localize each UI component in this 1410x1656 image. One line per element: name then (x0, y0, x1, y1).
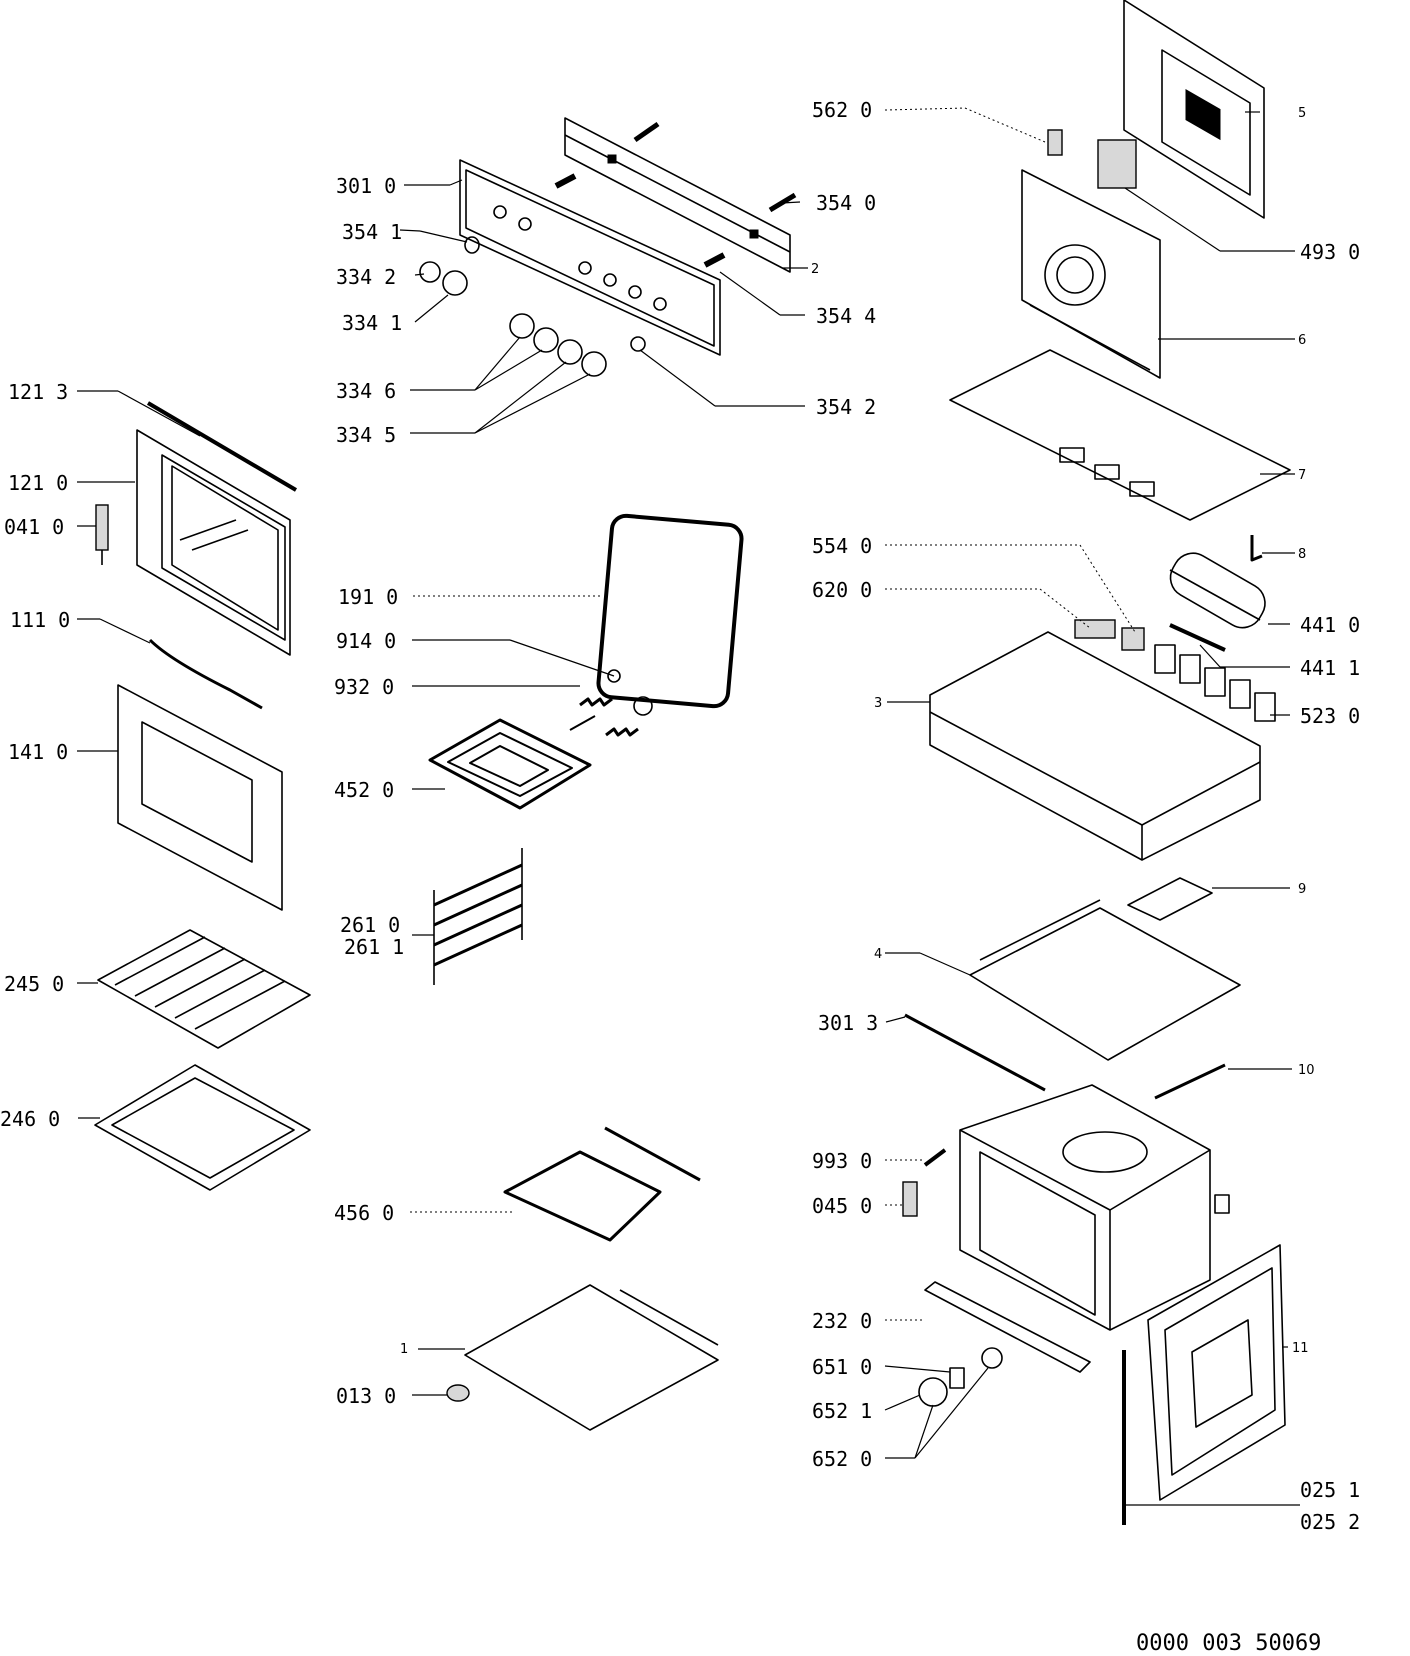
oven-cavity (959, 1084, 1230, 1331)
control-panel-bracket (564, 117, 791, 273)
door-frame-11 (1147, 1244, 1286, 1501)
control-housing (929, 631, 1261, 861)
outer-door-glass (117, 684, 283, 911)
rail-9 (1127, 877, 1213, 921)
transformer (1097, 139, 1137, 189)
label-num-2: 2 (811, 262, 819, 277)
label-121-0: 121 0 (8, 471, 68, 495)
label-num-8: 8 (1298, 547, 1306, 562)
top-heating-element (428, 715, 596, 810)
top-cover (949, 349, 1291, 521)
label-354-2: 354 2 (816, 395, 876, 419)
cooling-fan (1169, 552, 1266, 629)
label-562-0: 562 0 (812, 98, 872, 122)
label-num-6: 6 (1298, 333, 1306, 348)
lamp-parts (918, 1347, 1003, 1407)
screw-993 (923, 1148, 947, 1167)
label-191-0: 191 0 (338, 585, 398, 609)
drawing-reference-number: 0000 003 50069 (1136, 1631, 1321, 1656)
label-334-2: 334 2 (336, 265, 396, 289)
label-141-0: 141 0 (8, 740, 68, 764)
label-num-5: 5 (1298, 106, 1306, 121)
part-labels: 562 0 301 0 354 0 354 1 334 2 334 1 354 … (0, 98, 1360, 1656)
label-013-0: 013 0 (336, 1384, 396, 1408)
label-num-3: 3 (874, 696, 882, 711)
bottom-plate (464, 1284, 719, 1431)
label-num-10: 10 (1298, 1063, 1315, 1078)
knobs (419, 236, 646, 377)
label-334-6: 334 6 (336, 379, 396, 403)
label-914-0: 914 0 (336, 629, 396, 653)
door-seal-strip (146, 401, 298, 492)
label-932-0: 932 0 (334, 675, 394, 699)
label-045-0: 045 0 (812, 1194, 872, 1218)
label-441-0: 441 0 (1300, 613, 1360, 637)
hinge-part (95, 504, 109, 565)
label-523-0: 523 0 (1300, 704, 1360, 728)
side-rails (433, 848, 523, 985)
label-041-0: 041 0 (4, 515, 64, 539)
label-652-1: 652 1 (812, 1399, 872, 1423)
label-620-0: 620 0 (812, 578, 872, 602)
label-301-3: 301 3 (818, 1011, 878, 1035)
label-554-0: 554 0 (812, 534, 872, 558)
switches (1074, 619, 1276, 722)
switch-045 (902, 1181, 918, 1217)
label-111-0: 111 0 (10, 608, 70, 632)
back-panel (1123, 0, 1265, 219)
leader-lines (77, 107, 1300, 1506)
label-652-0: 652 0 (812, 1447, 872, 1471)
label-121-3: 121 3 (8, 380, 68, 404)
label-301-0: 301 0 (336, 174, 396, 198)
screws-panel (554, 121, 797, 268)
label-651-0: 651 0 (812, 1355, 872, 1379)
foot (446, 1384, 470, 1402)
baking-tray (94, 1064, 311, 1191)
fan-panel (1021, 169, 1161, 379)
label-261-1: 261 1 (344, 935, 404, 959)
fan-bracket-441-1 (1169, 623, 1226, 652)
fan-nut-spring (579, 669, 653, 737)
thermal-cutout (1047, 129, 1063, 156)
control-panel-front (459, 159, 721, 356)
strip-10 (1154, 1063, 1226, 1100)
label-num-9: 9 (1298, 882, 1306, 897)
label-354-0: 354 0 (816, 191, 876, 215)
label-245-0: 245 0 (4, 972, 64, 996)
label-334-1: 334 1 (342, 311, 402, 335)
label-354-1: 354 1 (342, 220, 402, 244)
bracket-232 (924, 1281, 1091, 1373)
label-456-0: 456 0 (334, 1201, 394, 1225)
wire-shelf (97, 929, 311, 1049)
label-num-1: 1 (400, 1342, 408, 1357)
door-gasket (596, 513, 744, 709)
strip-301-3 (904, 1013, 1046, 1092)
label-025-2: 025 2 (1300, 1510, 1360, 1534)
label-025-1: 025 1 (1300, 1478, 1360, 1502)
label-441-1: 441 1 (1300, 656, 1360, 680)
label-452-0: 452 0 (334, 778, 394, 802)
label-num-7: 7 (1298, 468, 1306, 483)
inner-door-frame (136, 429, 291, 656)
label-232-0: 232 0 (812, 1309, 872, 1333)
label-246-0: 246 0 (0, 1107, 60, 1131)
bottom-heating-element (503, 1126, 701, 1242)
bracket-8 (1250, 535, 1263, 562)
label-334-5: 334 5 (336, 423, 396, 447)
label-993-0: 993 0 (812, 1149, 872, 1173)
label-261-0: 261 0 (340, 913, 400, 937)
label-354-4: 354 4 (816, 304, 876, 328)
label-num-4: 4 (874, 947, 882, 962)
label-493-0: 493 0 (1300, 240, 1360, 264)
door-handle (148, 638, 263, 710)
top-plate-4 (969, 899, 1241, 1061)
label-num-11: 11 (1292, 1341, 1309, 1356)
